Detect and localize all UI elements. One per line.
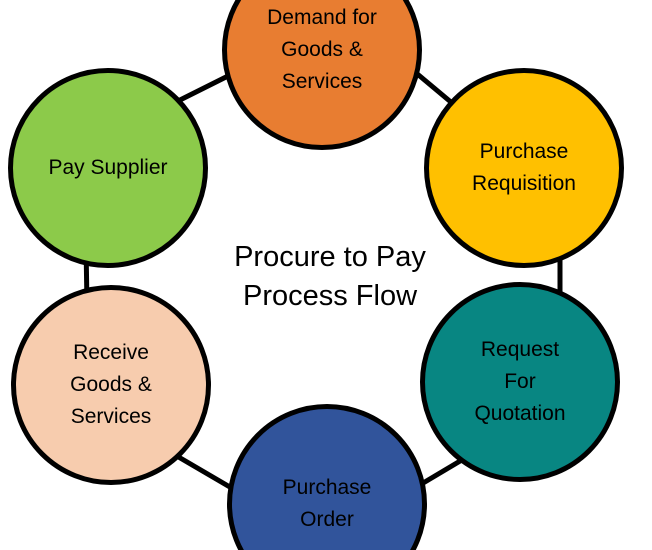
node-purchase-requisition: Purchase Requisition [424,68,624,268]
node-request-for-quotation-label: Request For Quotation [474,338,566,425]
node-purchase-order-label: Purchase Order [282,476,372,531]
node-purchase-requisition-label: Purchase Requisition [472,140,576,195]
node-demand-for-goods-services-label: Demand for Goods & Services [267,6,377,93]
node-receive-goods-services: Receive Goods & Services [11,285,211,485]
node-pay-supplier-label: Pay Supplier [48,156,168,179]
node-request-for-quotation: Request For Quotation [420,282,620,482]
diagram-title: Procure to Pay Process Flow [234,241,426,312]
node-receive-goods-services-label: Receive Goods & Services [70,341,152,428]
node-pay-supplier: Pay Supplier [8,68,208,268]
